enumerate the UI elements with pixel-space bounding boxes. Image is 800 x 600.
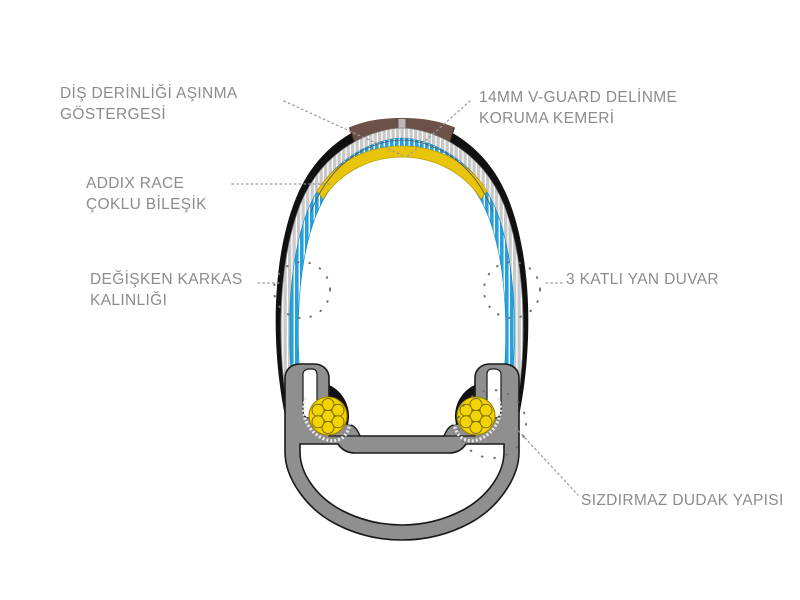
callout-tread-wear-indicator: DİŞ DERİNLİĞİ AŞINMA GÖSTERGESİ <box>60 85 238 123</box>
callout-vguard-belt: 14MM V-GUARD DELİNME KORUMA KEMERİ <box>479 89 678 127</box>
callout-airtight-bead-structure: SIZDIRMAZ DUDAK YAPISI <box>581 492 784 509</box>
bead-core-right <box>456 396 496 436</box>
bead-core-left <box>308 396 348 436</box>
callout-addix-race-compound: ADDIX RACE ÇOKLU BİLEŞİK <box>86 175 207 213</box>
annotation-circle-right-sidewall <box>483 261 541 319</box>
bead-wrap-right <box>452 397 502 443</box>
annotation-circle-left-carcass <box>273 261 331 319</box>
vguard-belt-layer <box>316 145 488 200</box>
crown-inner-edge <box>310 139 494 213</box>
rim-hollow-void <box>299 443 505 526</box>
rim-profile <box>284 363 520 541</box>
leader-bead <box>511 423 579 496</box>
bead-wrap-left <box>302 397 352 443</box>
callout-three-ply-sidewall: 3 KATLI YAN DUVAR <box>566 271 719 288</box>
annotation-circle-bead <box>457 389 527 459</box>
callout-variable-carcass-thickness: DEĞİŞKEN KARKAS KALINLIĞI <box>90 271 243 309</box>
leader-vguard <box>405 100 471 159</box>
